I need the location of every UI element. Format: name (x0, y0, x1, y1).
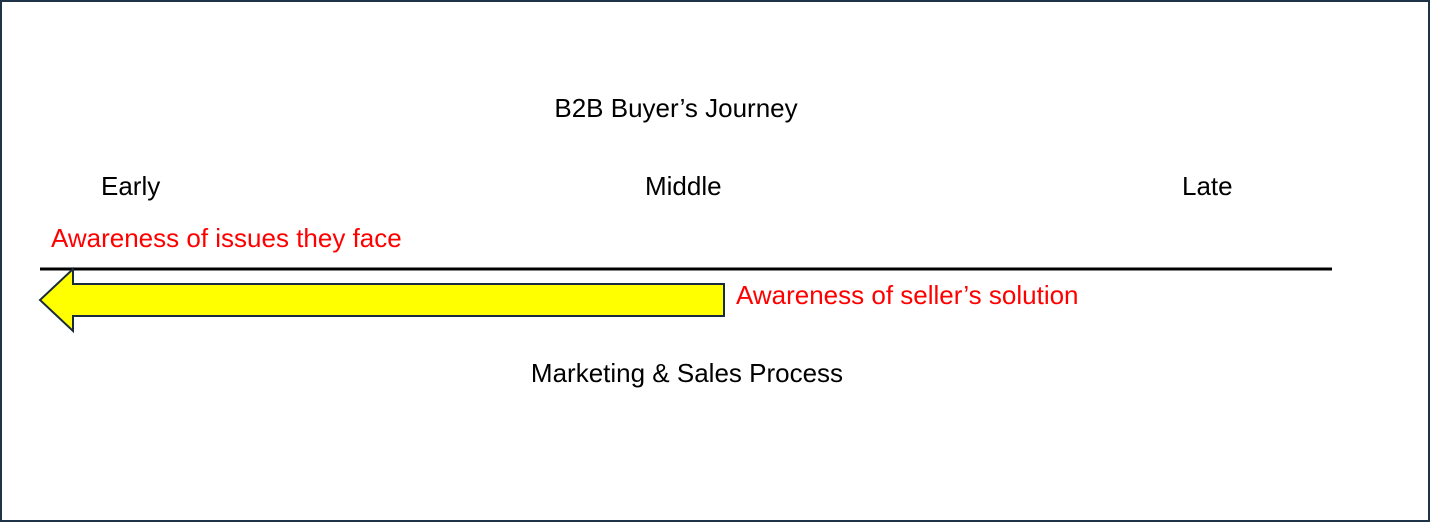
left-arrow-shape (38, 266, 725, 334)
stage-label-middle: Middle (645, 171, 722, 201)
stage-label-early: Early (101, 171, 161, 201)
stage-label-late: Late (1182, 171, 1233, 201)
process-label: Marketing & Sales Process (530, 358, 844, 388)
diagram-title: B2B Buyer’s Journey (554, 93, 798, 123)
annotation-solution: Awareness of seller’s solution (736, 280, 1079, 310)
annotation-issues: Awareness of issues they face (51, 223, 402, 253)
